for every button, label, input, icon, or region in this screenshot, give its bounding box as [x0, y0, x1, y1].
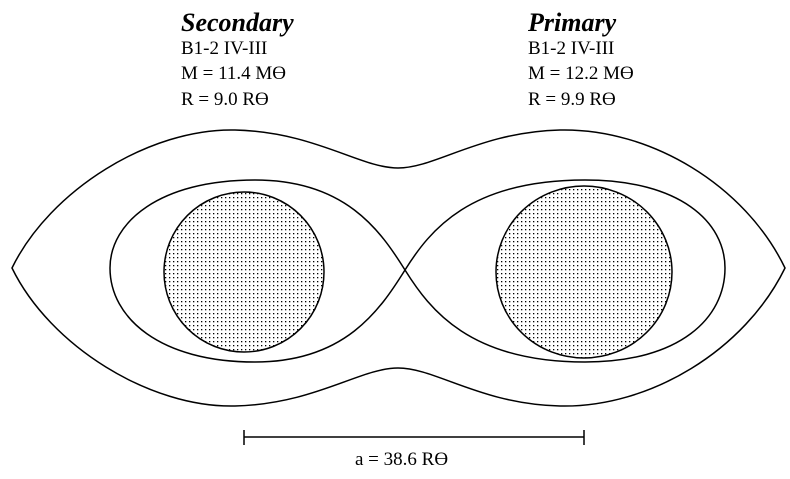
primary-star	[495, 185, 673, 359]
separation-label: a = 38.6 Rϴ	[355, 449, 449, 470]
primary-title: Primary	[528, 8, 617, 37]
outer-equipotential-surface	[11, 129, 786, 407]
secondary-spectral-type: B1-2 IV-III	[181, 38, 268, 59]
primary-spectral-type: B1-2 IV-III	[528, 38, 615, 59]
secondary-title: Secondary	[181, 8, 294, 37]
roche-lobe-secondary	[109, 179, 406, 363]
roche-lobe-primary	[404, 179, 726, 363]
primary-mass: M = 12.2 Mϴ	[528, 63, 634, 84]
secondary-mass: M = 11.4 Mϴ	[181, 63, 287, 84]
primary-radius: R = 9.9 Rϴ	[528, 89, 616, 110]
secondary-star	[163, 191, 325, 353]
secondary-radius: R = 9.0 Rϴ	[181, 89, 269, 110]
